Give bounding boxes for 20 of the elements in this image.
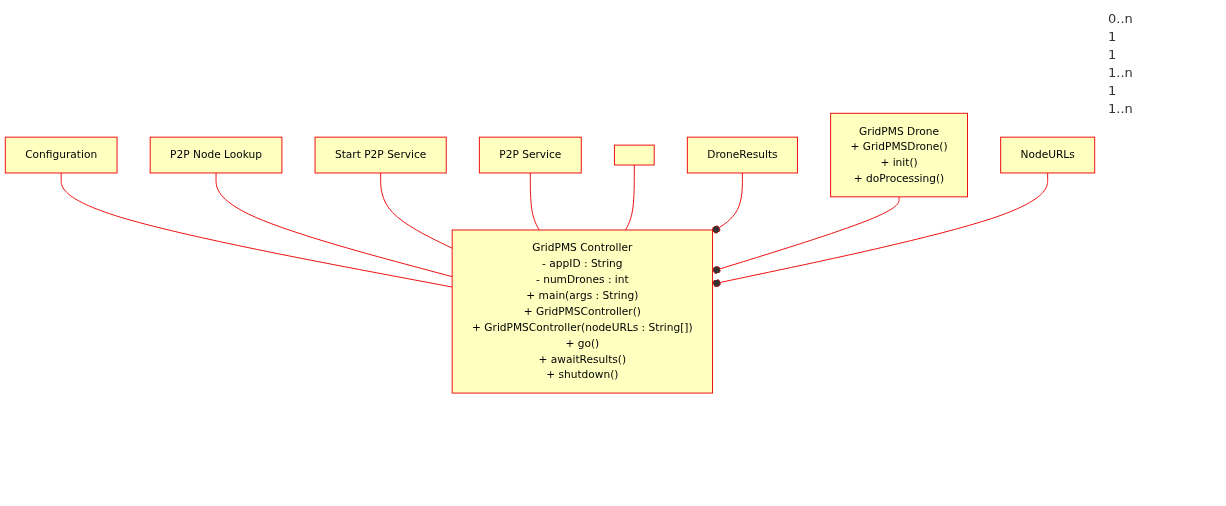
multiplicity-label: 1..n: [1108, 101, 1134, 116]
node-box: [613, 144, 655, 166]
node-box: Configuration: [4, 136, 118, 174]
node-box: NodeURLs: [1000, 136, 1096, 174]
multiplicity-label: 1: [1108, 29, 1118, 44]
multiplicity-label: 1: [1108, 83, 1118, 98]
connector: [380, 172, 453, 249]
node-box: Start P2P Service: [314, 136, 447, 174]
node-box: DroneResults: [686, 136, 798, 174]
multiplicity-label: 0..n: [1108, 11, 1134, 26]
node-box: P2P Node Lookup: [149, 136, 283, 174]
connector: [625, 164, 635, 231]
node-box: GridPMS Controller - appID : String - numDrones : int + main(args : String) + GridPMSController() + GridPMSController(nodeURLs : String[]) + go() + awaitResults() + shutdown(): [451, 229, 713, 394]
connector: [215, 172, 453, 277]
multiplicity-label: 1..n: [1108, 65, 1134, 80]
multiplicity-label: 1: [1108, 47, 1118, 62]
connector: [529, 172, 540, 231]
connector: [60, 172, 453, 288]
node-box: GridPMS Drone + GridPMSDrone() + init() + doProcessing(): [830, 112, 968, 198]
node-box: P2P Service: [478, 136, 582, 174]
